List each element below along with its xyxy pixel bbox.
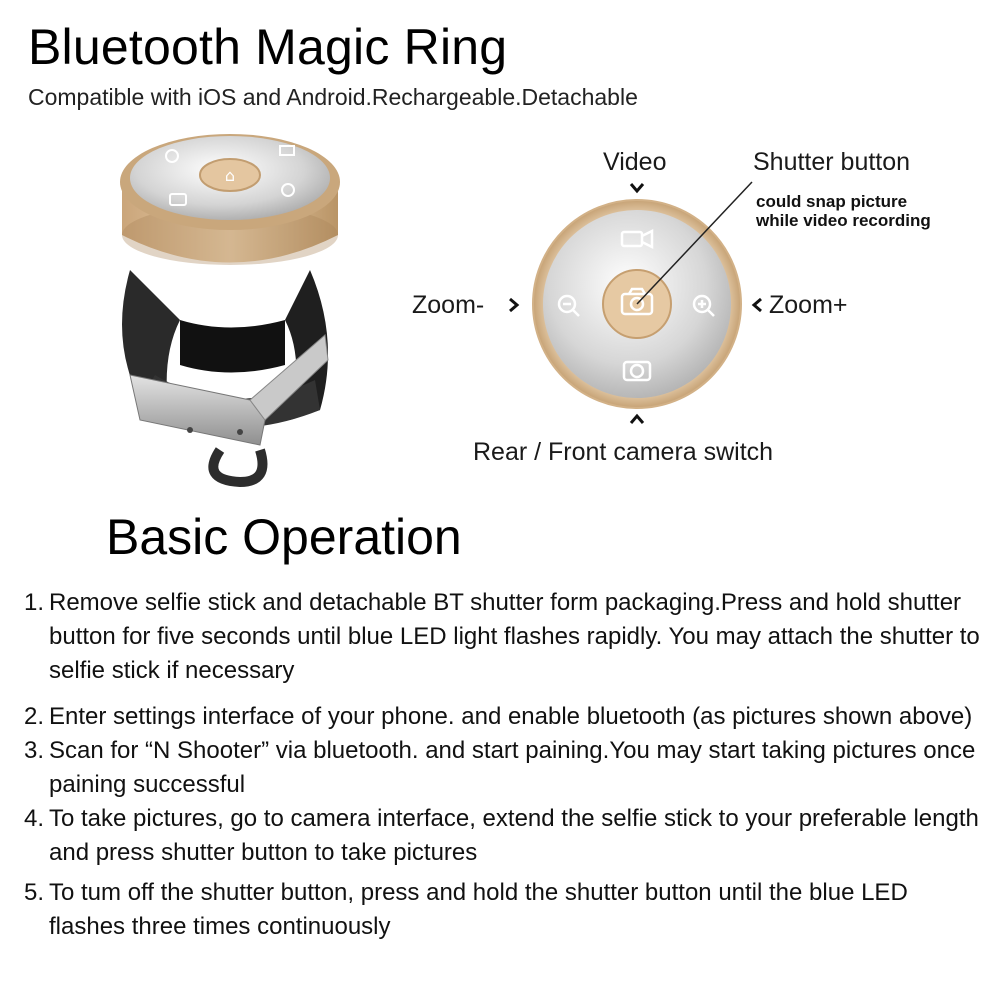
step-item: 3. Scan for “N Shooter” via bluetooth. a… xyxy=(24,734,984,802)
switch-arrow xyxy=(629,413,645,424)
step-item: 1. Remove selfie stick and detachable BT… xyxy=(24,586,984,688)
zoom-in-icon xyxy=(692,294,715,317)
step-number: 5. xyxy=(24,879,45,906)
step-number: 1. xyxy=(24,589,45,616)
zoom-plus-arrow xyxy=(751,297,762,313)
step-item: 5. To tum off the shutter button, press … xyxy=(24,876,984,944)
operation-steps: 1. Remove selfie stick and detachable BT… xyxy=(24,586,984,944)
ring-product-image: ⌂ xyxy=(120,134,340,488)
step-item: 2. Enter settings interface of your phon… xyxy=(24,700,984,734)
page-subtitle: Compatible with iOS and Android.Recharge… xyxy=(28,84,638,110)
step-item: 4. To take pictures, go to camera interf… xyxy=(24,802,984,870)
zoom-out-icon xyxy=(557,294,580,317)
step-number: 4. xyxy=(24,805,45,832)
shutter-pointer-line xyxy=(636,181,753,305)
camera-switch-label: Rear / Front camera switch xyxy=(473,438,774,466)
shutter-note: could snap picture while video recording xyxy=(756,192,931,230)
video-icon xyxy=(620,228,654,250)
shutter-button-label: Shutter button xyxy=(753,148,911,176)
zoom-minus-label: Zoom- xyxy=(412,291,485,319)
step-text: To tum off the shutter button, press and… xyxy=(49,879,908,940)
step-text: Scan for “N Shooter” via bluetooth. and … xyxy=(49,737,976,798)
svg-text:⌂: ⌂ xyxy=(225,166,235,185)
video-label: Video xyxy=(603,148,667,176)
step-text: Remove selfie stick and detachable BT sh… xyxy=(49,589,980,684)
button-diagram: Video Shutter button could snap picture … xyxy=(400,140,960,480)
section-heading: Basic Operation xyxy=(106,509,462,565)
video-arrow xyxy=(629,183,645,194)
zoom-plus-label: Zoom+ xyxy=(769,291,848,319)
zoom-minus-arrow xyxy=(509,297,520,313)
camera-switch-icon xyxy=(622,360,652,382)
page-title: Bluetooth Magic Ring xyxy=(28,19,508,75)
camera-icon xyxy=(620,287,654,316)
step-number: 3. xyxy=(24,737,45,764)
step-text: To take pictures, go to camera interface… xyxy=(49,805,979,866)
step-number: 2. xyxy=(24,703,45,730)
diagram-artwork xyxy=(509,181,762,424)
step-text: Enter settings interface of your phone. … xyxy=(49,703,973,730)
